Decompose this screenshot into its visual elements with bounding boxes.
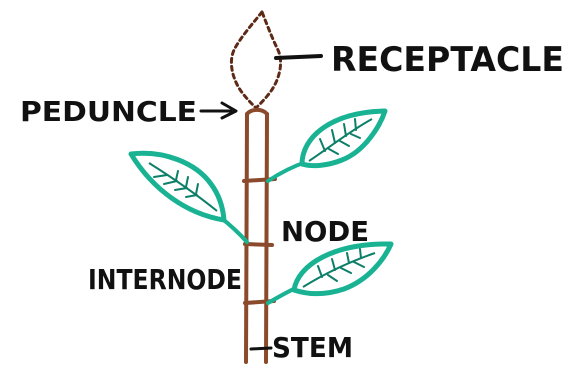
receptacle-outline	[229, 10, 283, 110]
stem-right-edge	[264, 112, 269, 364]
label-peduncle: PEDUNCLE	[20, 95, 197, 128]
label-internode: INTERNODE	[88, 263, 242, 296]
label-stem: STEM	[272, 331, 353, 364]
leaf-left-veins	[153, 170, 199, 198]
leaf-lower-right-midrib	[302, 252, 376, 288]
stem-pointer-line	[249, 346, 273, 351]
leaf-upper-right-veins	[319, 118, 361, 155]
node-line-2	[243, 242, 274, 247]
label-receptacle: RECEPTACLE	[331, 40, 564, 80]
leaf-left	[128, 150, 227, 223]
label-node: NODE	[281, 215, 369, 248]
receptacle-pointer-line	[274, 54, 323, 60]
leaf-lower-right-veins	[317, 248, 365, 282]
stem-left-edge	[244, 112, 249, 364]
leaf-upper-right-midrib	[308, 118, 373, 162]
peduncle-arrow-head	[220, 101, 238, 120]
stem-top-cap	[245, 107, 269, 116]
